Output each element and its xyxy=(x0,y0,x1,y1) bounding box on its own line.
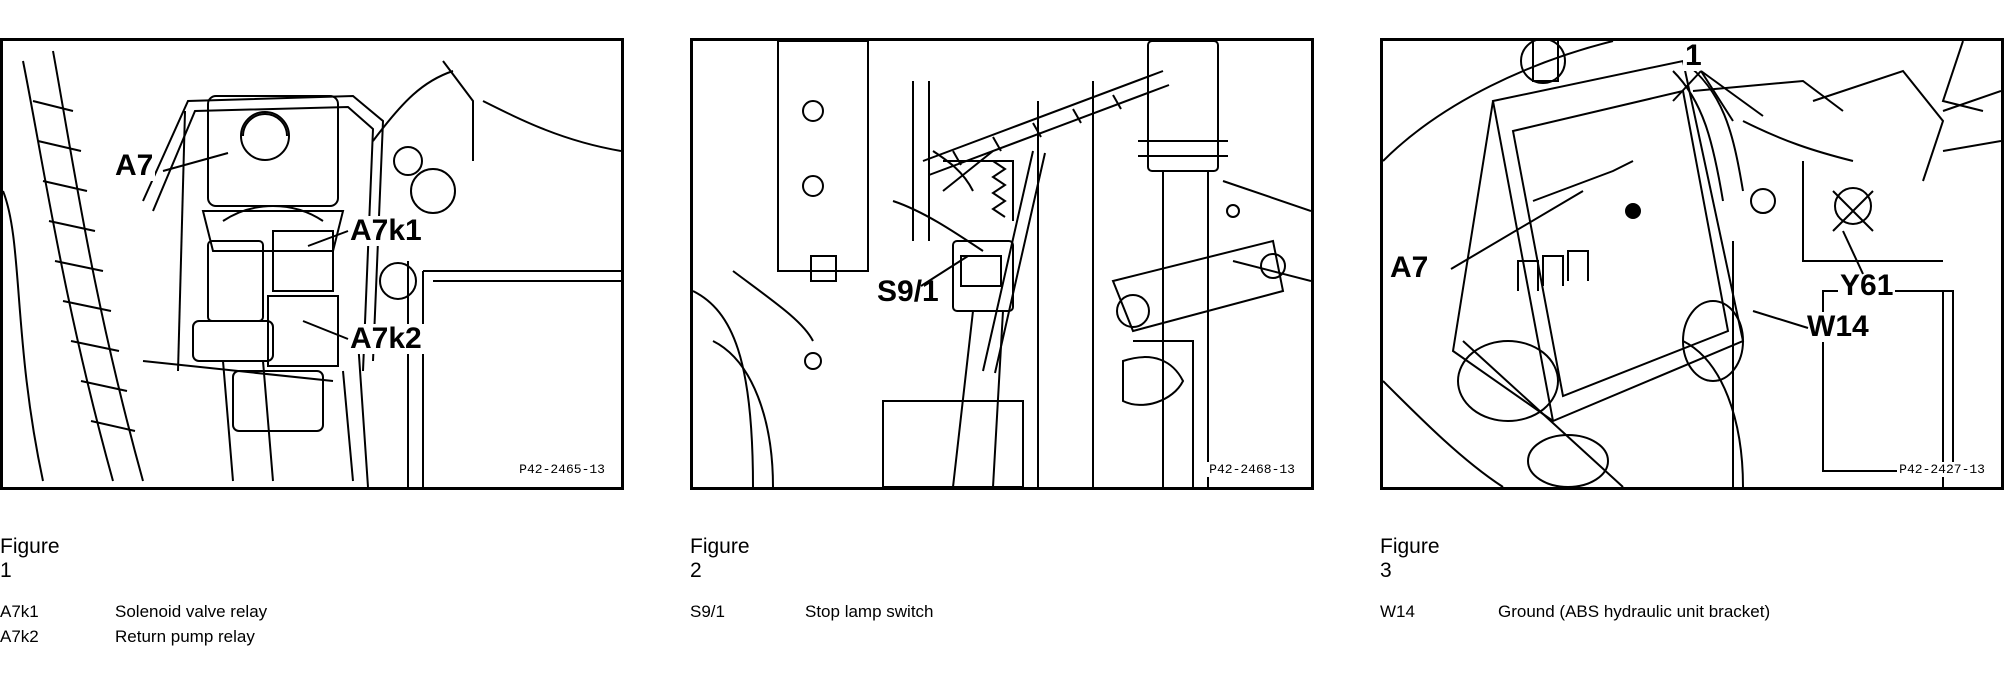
figure-2-drawing xyxy=(693,41,1311,487)
figure-3-caption: Figure 3 xyxy=(1380,535,1440,582)
figure-1-drawing xyxy=(3,50,621,487)
legend-desc: Return pump relay xyxy=(115,627,255,646)
callout-1: 1 xyxy=(1683,39,1704,72)
legend-row: A7k2 Return pump relay xyxy=(0,627,267,652)
legend-desc: Solenoid valve relay xyxy=(115,602,268,621)
legend-desc: Ground (ABS hydraulic unit bracket) xyxy=(1498,602,1771,621)
legend-row: W14 Ground (ABS hydraulic unit bracket) xyxy=(1380,602,1770,627)
legend-key: A7k2 xyxy=(0,627,39,646)
legend-key: S9/1 xyxy=(690,602,725,621)
callout-s9-1: S9/1 xyxy=(875,275,941,308)
figure-3-illustration: 1 A7 Y61 W14 P42-2427-13 xyxy=(1380,38,2004,490)
figure-1-caption: Figure 1 xyxy=(0,535,60,582)
callout-y61: Y61 xyxy=(1838,269,1896,302)
callout-w14: W14 xyxy=(1805,310,1871,343)
figure-2-legend: S9/1 Stop lamp switch xyxy=(690,602,934,627)
figure-2-illustration: S9/1 P42-2468-13 xyxy=(690,38,1314,490)
figure-3-image-code: P42-2427-13 xyxy=(1897,462,1987,477)
legend-row: A7k1 Solenoid valve relay xyxy=(0,602,267,627)
figure-3-legend: W14 Ground (ABS hydraulic unit bracket) xyxy=(1380,602,1770,627)
callout-a7: A7 xyxy=(1388,251,1431,284)
callout-a7k1: A7k1 xyxy=(348,214,424,247)
legend-row: S9/1 Stop lamp switch xyxy=(690,602,934,627)
legend-key: A7k1 xyxy=(0,602,39,621)
figure-1-image-code: P42-2465-13 xyxy=(517,462,607,477)
figure-3-drawing xyxy=(1383,41,2001,487)
legend-desc: Stop lamp switch xyxy=(805,602,934,621)
figure-1-legend: A7k1 Solenoid valve relay A7k2 Return pump… xyxy=(0,602,267,652)
callout-a7k2: A7k2 xyxy=(348,322,424,355)
legend-key: W14 xyxy=(1380,602,1415,621)
figure-2-image-code: P42-2468-13 xyxy=(1207,462,1297,477)
figure-1-illustration: A7 A7k1 A7k2 P42-2465-13 xyxy=(0,38,624,490)
figure-2-caption: Figure 2 xyxy=(690,535,750,582)
callout-a7: A7 xyxy=(113,149,156,182)
